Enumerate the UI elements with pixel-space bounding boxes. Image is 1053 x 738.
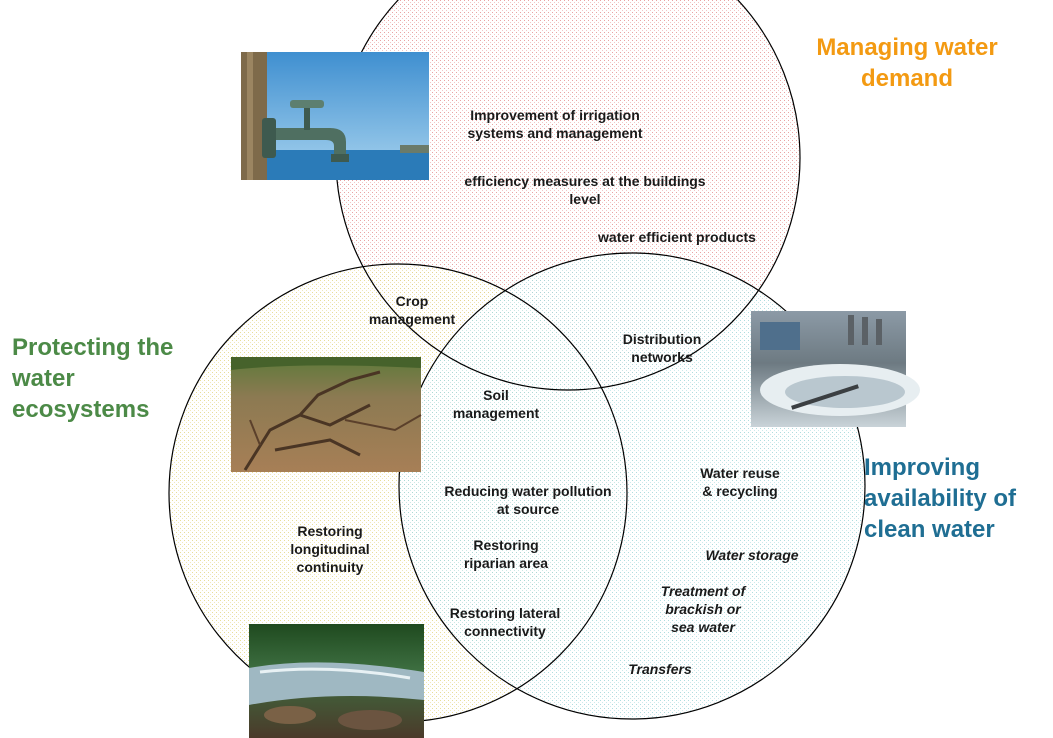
heading-protecting-water-ecosystems: Protecting the water ecosystems — [12, 332, 232, 425]
heading-line: Protecting the — [12, 334, 174, 361]
heading-line: Improving — [864, 454, 981, 481]
heading-line: water — [12, 365, 75, 392]
measure-irrigation: Improvement of irrigation systems and ma… — [467, 107, 643, 141]
circle-improving-availability — [399, 253, 865, 719]
measure-water-storage: Water storage — [705, 547, 799, 563]
heading-line: availability of — [864, 485, 1017, 512]
measure-treatment-brackish: Treatment of brackish or sea water — [660, 583, 746, 635]
heading-improving-availability: Improving availability of clean water — [864, 452, 1050, 545]
water-tap-photo — [241, 52, 429, 180]
measure-transfers: Transfers — [628, 661, 692, 677]
measure-reducing-pollution: Reducing water pollution at source — [444, 483, 612, 517]
measure-crop-management: Crop management — [368, 293, 456, 327]
measure-water-efficient-products: water efficient products — [598, 229, 756, 245]
heading-line: Managing water — [816, 34, 998, 61]
measure-restoring-riparian: Restoring riparian area — [463, 537, 549, 571]
measure-distribution-networks: Distribution networks — [622, 331, 702, 365]
measure-restoring-lateral: Restoring lateral connectivity — [449, 605, 561, 639]
heading-line: clean water — [864, 516, 995, 543]
measure-soil-management: Soil management — [452, 387, 540, 421]
heading-line: demand — [860, 65, 953, 92]
heading-managing-water-demand: Managing water demand — [776, 32, 1038, 94]
measure-water-reuse: Water reuse & recycling — [700, 465, 780, 499]
heading-line: ecosystems — [12, 396, 150, 423]
measure-buildings: efficiency measures at the buildings lev… — [464, 173, 706, 207]
cracked-soil-photo — [231, 357, 422, 472]
measure-restoring-longitudinal: Restoring longitudinal continuity — [290, 523, 370, 575]
river-stream-photo — [249, 624, 424, 738]
water-treatment-plant-photo — [751, 311, 920, 427]
